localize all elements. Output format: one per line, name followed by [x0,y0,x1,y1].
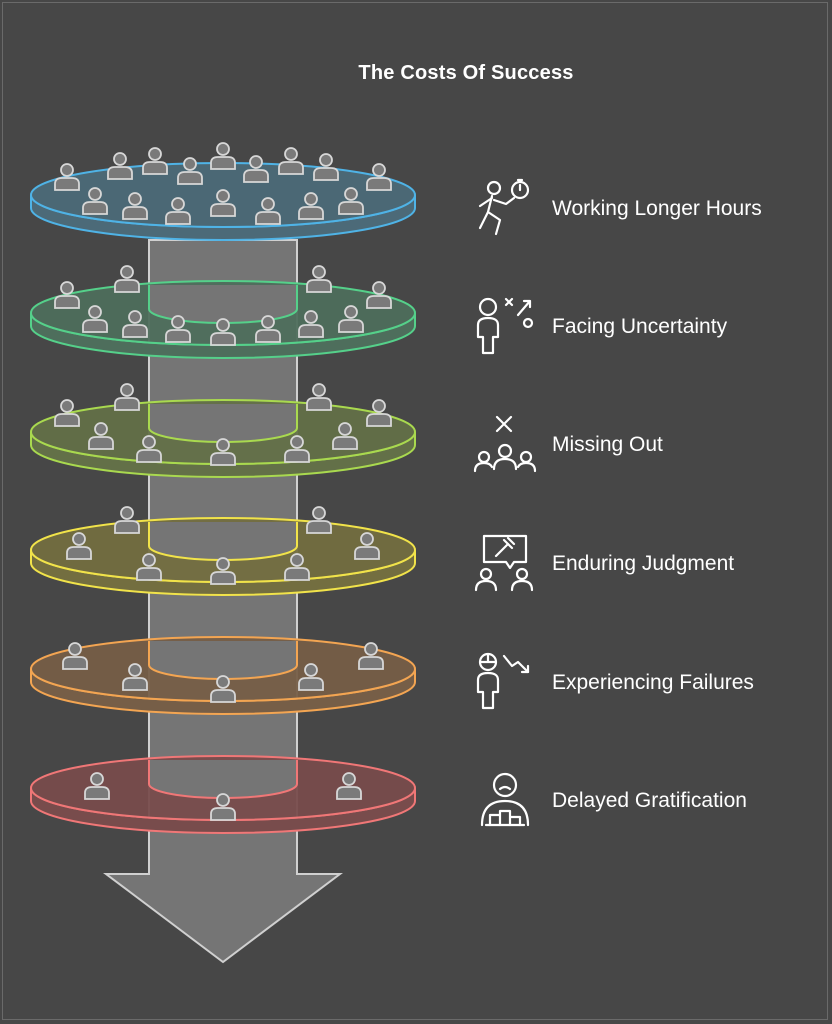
person-icon [338,187,364,215]
person-icon [136,435,162,463]
person-icon [136,553,162,581]
person-icon [354,532,380,560]
person-icon [255,197,281,225]
disc-level-2 [30,265,416,359]
person-icon [122,310,148,338]
person-icon [210,189,236,217]
person-icon [336,772,362,800]
person-icon [278,147,304,175]
level-label-experiencing-failures: Experiencing Failures [552,671,754,694]
person-icon [210,557,236,585]
excluded-group-icon [473,415,537,473]
person-icon [298,663,324,691]
sad-person-icon [480,772,530,827]
page-title: The Costs Of Success [358,62,574,84]
person-icon [358,642,384,670]
person-icon [107,152,133,180]
disc-level-4 [30,506,416,596]
person-icon [114,265,140,293]
person-icon [54,163,80,191]
person-icon [84,772,110,800]
level-label-delayed-gratification: Delayed Gratification [552,789,747,812]
person-icon [306,506,332,534]
person-icon [210,793,236,821]
person-icon [306,265,332,293]
person-icon [62,642,88,670]
person-icon [82,187,108,215]
disc-level-1 [30,142,416,241]
person-icon [284,553,310,581]
person-icon [255,315,281,343]
person-icon [243,155,269,183]
person-icon [66,532,92,560]
person-icon [114,506,140,534]
failure-downtrend-icon [476,652,530,710]
person-icon [366,163,392,191]
person-icon [165,315,191,343]
person-icon [165,197,191,225]
person-icon [122,663,148,691]
person-icon [210,675,236,703]
person-icon [122,192,148,220]
person-icon [177,157,203,185]
person-icon [306,383,332,411]
person-icon [142,147,168,175]
level-label-enduring-judgment: Enduring Judgment [552,552,735,575]
person-icon [210,318,236,346]
person-icon [210,438,236,466]
runner-with-stopwatch-icon [478,178,530,236]
person-icon [332,422,358,450]
person-icon [298,192,324,220]
level-label-facing-uncertainty: Facing Uncertainty [552,315,728,338]
person-with-strategy-icon [476,297,534,355]
person-icon [366,399,392,427]
person-icon [54,281,80,309]
person-icon [210,142,236,170]
person-icon [114,383,140,411]
disc-level-5 [30,636,416,715]
person-icon [298,310,324,338]
person-icon [313,153,339,181]
disc-level-6 [30,755,416,834]
level-label-working-longer-hours: Working Longer Hours [552,197,762,220]
person-icon [338,305,364,333]
level-label-missing-out: Missing Out [552,433,663,456]
judgment-gavel-icon [474,534,534,592]
person-icon [54,399,80,427]
person-icon [88,422,114,450]
person-icon [366,281,392,309]
person-icon [284,435,310,463]
person-icon [82,305,108,333]
disc-level-3 [30,383,416,478]
